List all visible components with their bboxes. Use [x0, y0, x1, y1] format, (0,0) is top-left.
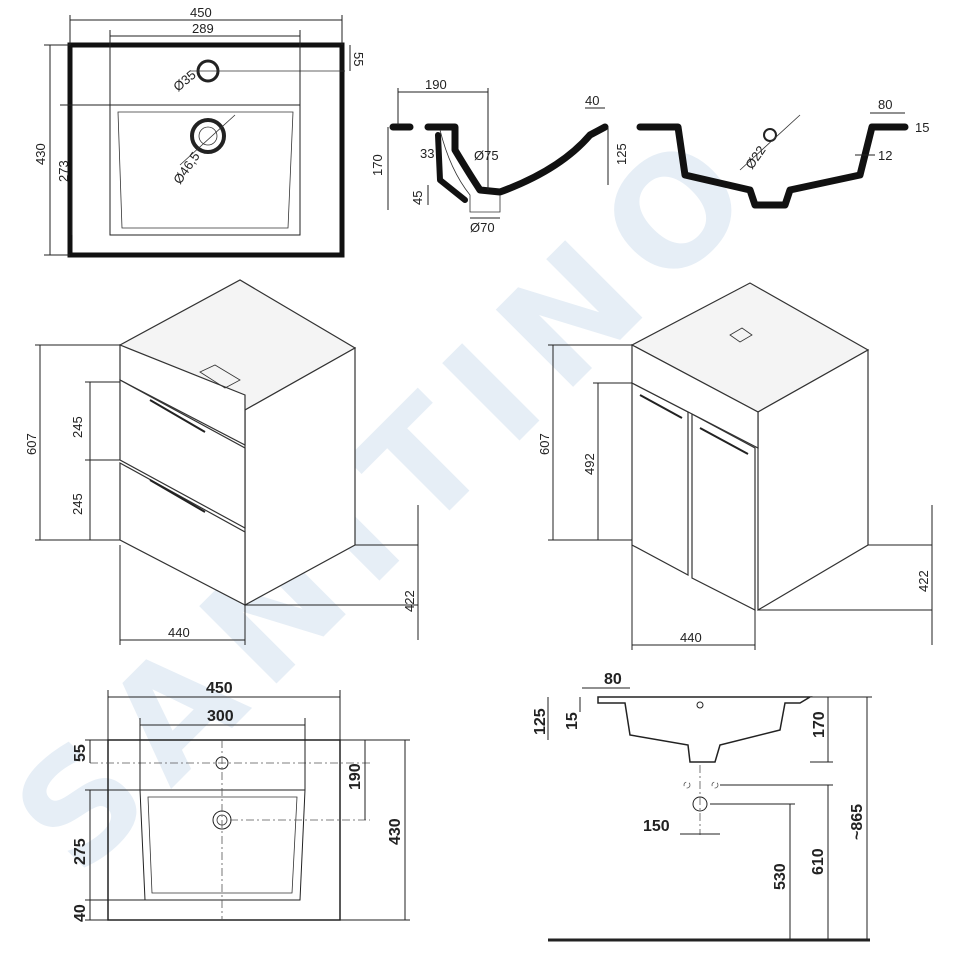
dim-drain-hole: Ø46,5	[170, 149, 203, 187]
dim-bowl-width: 300	[207, 708, 234, 725]
dim-waste-dia: Ø70	[470, 220, 495, 235]
dim-drain-to-back: 190	[347, 763, 364, 790]
dim-bowl-width: 289	[192, 21, 214, 36]
bowl-outline	[139, 789, 306, 901]
dim-bowl-depth: 125	[532, 708, 549, 735]
dim-tap-offset: 55	[72, 744, 89, 762]
dim-bowl-depth: 275	[72, 838, 89, 865]
section-side: 190 40 170 125 33 Ø75 45 Ø70	[370, 77, 629, 235]
cabinet-drawers: 607 245 245 422 440	[24, 279, 419, 645]
dim-overflow: 33	[420, 146, 434, 161]
dim-width: 450	[206, 680, 233, 697]
basin-outline	[107, 739, 341, 921]
dim-rim-thickness: 15	[564, 712, 581, 730]
dim-wall: 12	[878, 148, 892, 163]
drain-hole	[190, 118, 226, 154]
drawer-front-top	[119, 344, 246, 446]
door-right	[691, 412, 756, 611]
dim-bowl-depth: 125	[614, 143, 629, 165]
dim-outlet-height: 530	[772, 863, 789, 890]
dim-supply-height: 610	[810, 848, 827, 875]
overflow-hole	[763, 128, 777, 142]
dim-rim-width: 80	[878, 97, 892, 112]
dim-cabinet-width: 440	[168, 625, 190, 640]
basin-plan-bottom: 450 300 55 275 40 190 430	[72, 680, 410, 922]
dim-bowl-depth: 273	[56, 160, 71, 182]
cabinet-doors: 607 492 422 440	[537, 282, 933, 650]
basin-plan-top: 450 289 430 273 55 Ø35 Ø46,5	[33, 5, 366, 258]
dim-cabinet-depth: 422	[916, 570, 931, 592]
dim-front-margin: 40	[72, 904, 89, 922]
dim-cabinet-height: 607	[24, 433, 39, 455]
dim-basin-height: 170	[811, 711, 828, 738]
front-profile	[636, 123, 909, 209]
dim-cabinet-height: 607	[537, 433, 552, 455]
dim-total-height: ~865	[849, 804, 866, 840]
dim-depth-to-drain: 190	[425, 77, 447, 92]
basin-profile	[597, 696, 813, 763]
dim-rim-thickness: 15	[915, 120, 929, 135]
dim-drain-dia: Ø75	[474, 148, 499, 163]
dim-depth: 430	[33, 143, 48, 165]
dim-rim: 40	[585, 93, 599, 108]
dim-depth: 430	[387, 818, 404, 845]
section-front: Ø22 80 15 12	[636, 97, 929, 209]
dim-tap-offset: 55	[351, 52, 366, 66]
dim-drawer-1: 245	[70, 416, 85, 438]
installation-elevation: 80 125 15 170 ~865 150 530 610	[532, 671, 872, 942]
dim-cabinet-depth: 422	[402, 590, 417, 612]
dim-rim: 80	[604, 671, 622, 688]
bowl-outline	[109, 104, 301, 236]
dim-drain-height: 45	[410, 191, 425, 205]
dim-door-height: 492	[582, 453, 597, 475]
dim-width: 450	[190, 5, 212, 20]
dim-cabinet-width: 440	[680, 630, 702, 645]
side-profile	[424, 123, 609, 196]
dim-height: 170	[370, 154, 385, 176]
dim-outlet-spacing: 150	[643, 818, 670, 835]
basin-outline	[67, 42, 345, 258]
door-left	[631, 382, 689, 577]
dim-drawer-2: 245	[70, 493, 85, 515]
